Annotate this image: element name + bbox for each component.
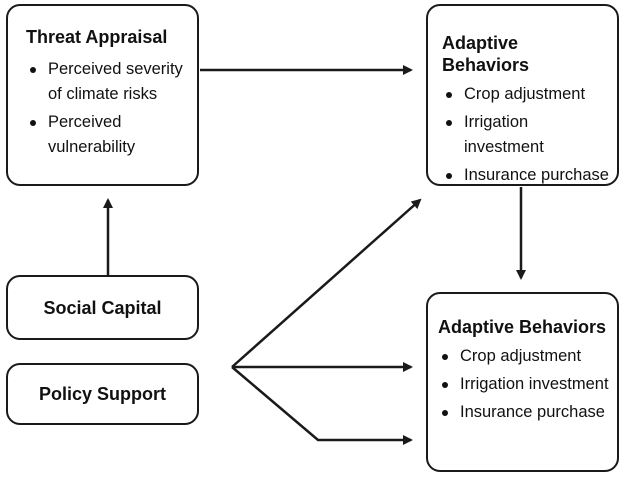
threat-appraisal-list: Perceived severity of climate risks Perc… — [26, 57, 187, 160]
adaptive-behaviors-list-bottom: Crop adjustment Irrigation investment In… — [438, 344, 609, 425]
threat-appraisal-title: Threat Appraisal — [26, 27, 168, 47]
list-item: Crop adjustment — [442, 82, 609, 107]
list-item: Irrigation investment — [438, 372, 609, 397]
adaptive-behaviors-title-top: Adaptive Behaviors — [442, 33, 530, 75]
policy-support-box: Policy Support — [6, 363, 199, 425]
policy-support-label: Policy Support — [38, 384, 166, 404]
adaptive-behaviors-box-bottom: Adaptive Behaviors Crop adjustment Irrig… — [426, 292, 619, 472]
adaptive-behaviors-list-top: Crop adjustment Irrigation investment In… — [442, 82, 609, 188]
list-item: Irrigation investment — [442, 110, 609, 160]
adaptive-behaviors-box-top: Adaptive Behaviors Crop adjustment Irrig… — [426, 4, 619, 186]
arrow-policy-to-adaptive-top — [231, 198, 422, 368]
threat-appraisal-box: Threat Appraisal Perceived severity of c… — [6, 4, 199, 186]
list-item: Crop adjustment — [438, 344, 609, 369]
social-capital-box: Social Capital — [6, 275, 199, 340]
social-capital-label: Social Capital — [43, 297, 162, 318]
list-item: Perceived vulnerability — [26, 110, 187, 160]
arrow-policy-to-insurance — [231, 366, 413, 445]
list-item: Insurance purchase — [438, 400, 609, 425]
list-item: Perceived severity of climate risks — [26, 57, 187, 107]
list-item: Insurance purchase — [442, 163, 609, 188]
adaptive-behaviors-title-bottom: Adaptive Behaviors — [438, 317, 607, 337]
